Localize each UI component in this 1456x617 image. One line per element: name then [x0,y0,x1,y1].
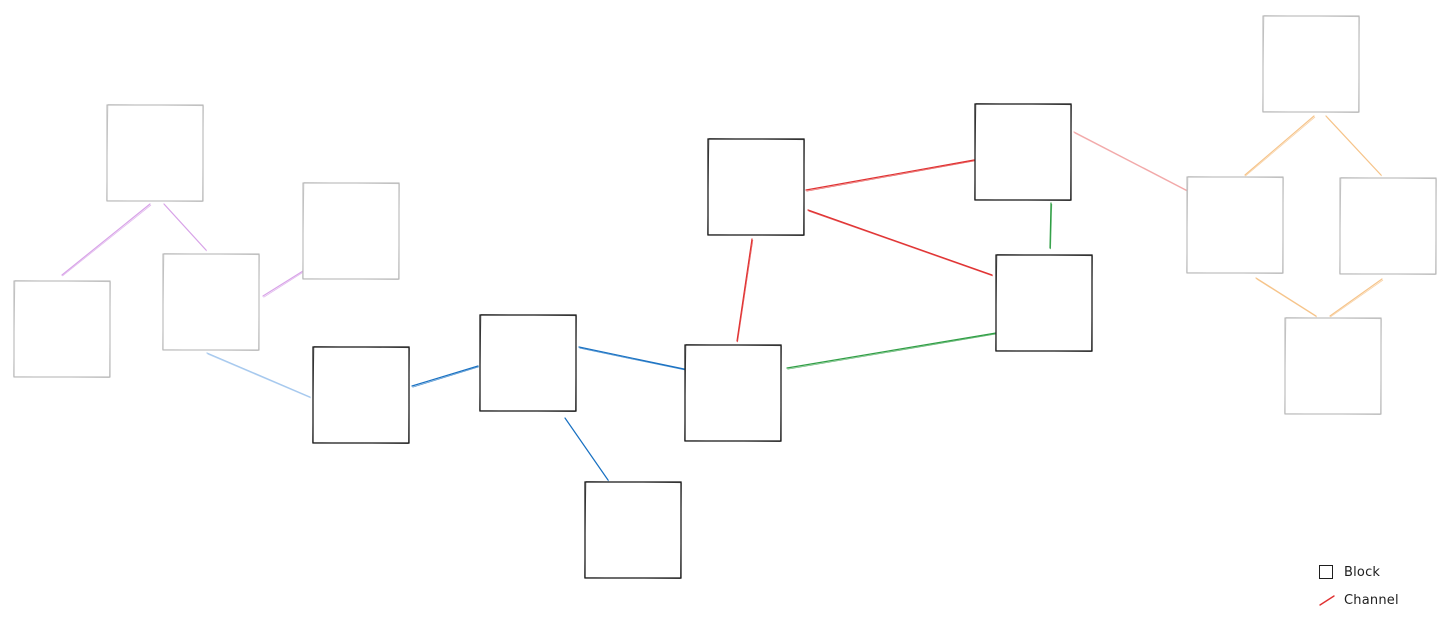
block-r3 [1339,177,1437,276]
channel-c4-c6 [807,209,993,277]
block-c7 [584,481,682,580]
blocks-layer [13,15,1437,580]
legend-row-channel: Channel [1318,589,1438,611]
channel-c5-c6 [1049,202,1053,250]
legend-row-block: Block [1318,561,1438,583]
channel-p1-p3 [163,203,207,252]
channel-swatch-icon [1319,595,1335,606]
block-p3 [162,253,260,352]
block-p1 [106,104,204,203]
channel-c2-c7 [564,417,609,482]
channel-c2-c3 [578,346,685,371]
block-c1 [312,346,410,445]
channel-r1-r3 [1325,115,1382,177]
block-c6 [995,254,1093,353]
block-c5 [974,103,1072,202]
channel-c3-c6 [786,332,997,370]
channel-c5-r2 [1073,131,1187,192]
channel-c3-c4 [736,238,754,343]
channel-r2-r4 [1255,277,1317,318]
block-c3 [684,344,782,443]
block-c2 [479,314,577,413]
channels-layer [61,115,1384,482]
block-p2 [13,280,111,379]
legend-label-channel: Channel [1344,592,1399,608]
block-r2 [1186,176,1284,275]
channel-p3-p4 [262,270,304,298]
channel-r3-r4 [1329,278,1384,318]
channel-c4-c5 [805,159,975,192]
channel-p1-p2 [61,203,152,277]
block-r1 [1262,15,1360,114]
channel-c1-c2 [411,365,479,388]
channel-r1-r2 [1244,115,1316,177]
block-r4 [1284,317,1382,416]
legend: Block Channel [1318,561,1438,617]
block-p4 [302,182,400,281]
channel-p3-c1 [206,352,311,399]
legend-label-block: Block [1344,564,1381,580]
block-c4 [707,138,805,237]
block-swatch-icon [1319,565,1333,579]
